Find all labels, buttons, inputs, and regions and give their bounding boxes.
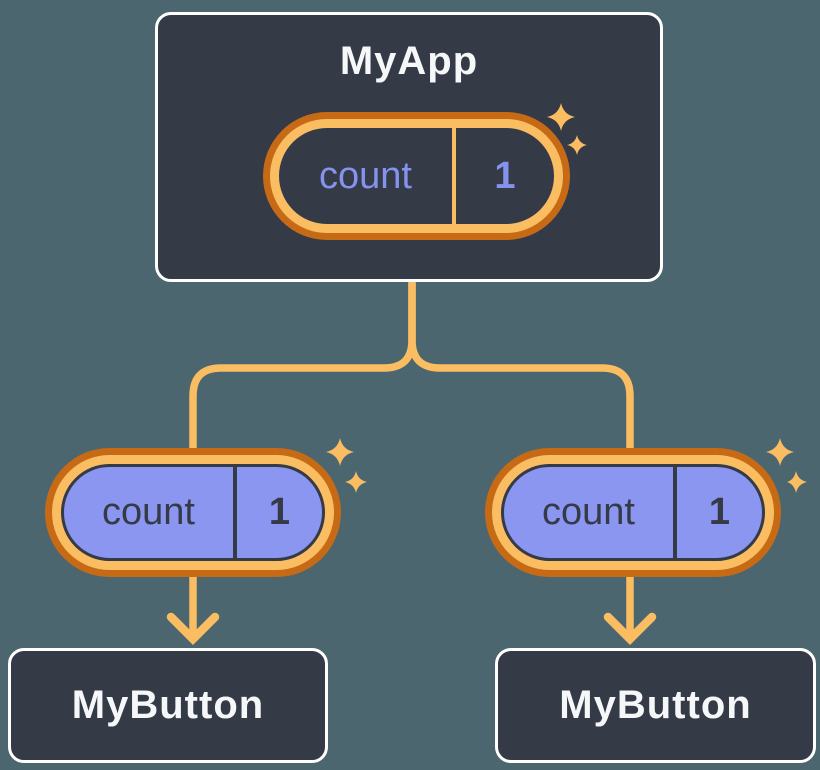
pill-divider [673, 467, 677, 558]
prop-key: count [542, 491, 635, 533]
component-label-mybutton: MyButton [71, 683, 265, 727]
component-label-mybutton: MyButton [559, 683, 752, 727]
connector-root-to-right-child [408, 279, 634, 641]
state-key: count [319, 154, 412, 197]
prop-value: 1 [708, 491, 731, 533]
arrowhead-left [166, 612, 220, 646]
pill-divider [452, 128, 456, 224]
props-pill-left: count 1 [61, 464, 325, 561]
component-node-mybutton-left: MyButton [8, 648, 328, 763]
sparkle-icon [766, 438, 794, 466]
prop-value: 1 [268, 491, 291, 533]
sparkle-icon [326, 438, 354, 466]
state-pill-root: count 1 [270, 119, 563, 233]
component-node-mybutton-right: MyButton [495, 648, 816, 763]
prop-key: count [102, 491, 195, 533]
connector-root-to-left-child [189, 279, 416, 641]
sparkle-icon [787, 471, 807, 493]
props-pill-right: count 1 [501, 464, 765, 561]
component-label-myapp: MyApp [339, 39, 479, 83]
sparkle-icon [345, 471, 367, 493]
arrowhead-right [603, 612, 657, 646]
state-value: 1 [494, 154, 516, 197]
